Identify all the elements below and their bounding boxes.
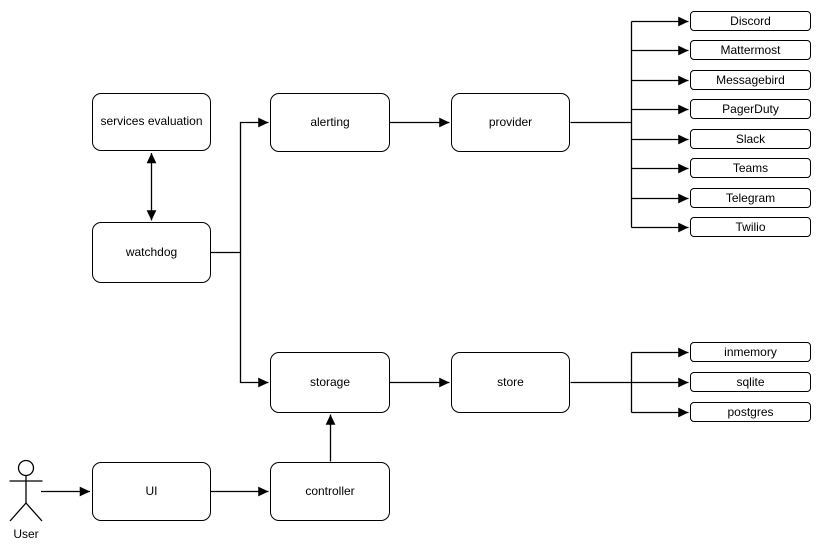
edge-watchdog-storage (239, 252, 269, 388)
provider-item-teams[interactable]: Teams (690, 158, 811, 178)
provider-item-discord[interactable]: Discord (690, 11, 811, 31)
provider-item-slack[interactable]: Slack (690, 129, 811, 149)
node-controller[interactable]: controller (270, 462, 390, 521)
node-provider[interactable]: provider (451, 93, 570, 152)
store-item-sqlite[interactable]: sqlite (690, 372, 811, 392)
provider-item-twilio[interactable]: Twilio (690, 217, 811, 237)
node-ui[interactable]: UI (92, 462, 211, 521)
provider-item-telegram[interactable]: Telegram (690, 188, 811, 208)
provider-item-pagerduty[interactable]: PagerDuty (690, 99, 811, 119)
node-services-evaluation[interactable]: services evaluation (92, 93, 211, 151)
store-item-inmemory[interactable]: inmemory (690, 342, 811, 362)
node-alerting[interactable]: alerting (270, 93, 390, 152)
node-storage[interactable]: storage (270, 352, 390, 413)
node-store[interactable]: store (451, 352, 570, 413)
user-actor-label: User (13, 527, 39, 541)
user-actor-icon[interactable] (9, 459, 43, 522)
edge-watchdog-alerting (211, 117, 269, 254)
store-item-postgres[interactable]: postgres (690, 402, 811, 422)
provider-item-messagebird[interactable]: Messagebird (690, 70, 811, 90)
provider-item-mattermost[interactable]: Mattermost (690, 40, 811, 60)
node-watchdog[interactable]: watchdog (92, 222, 211, 283)
